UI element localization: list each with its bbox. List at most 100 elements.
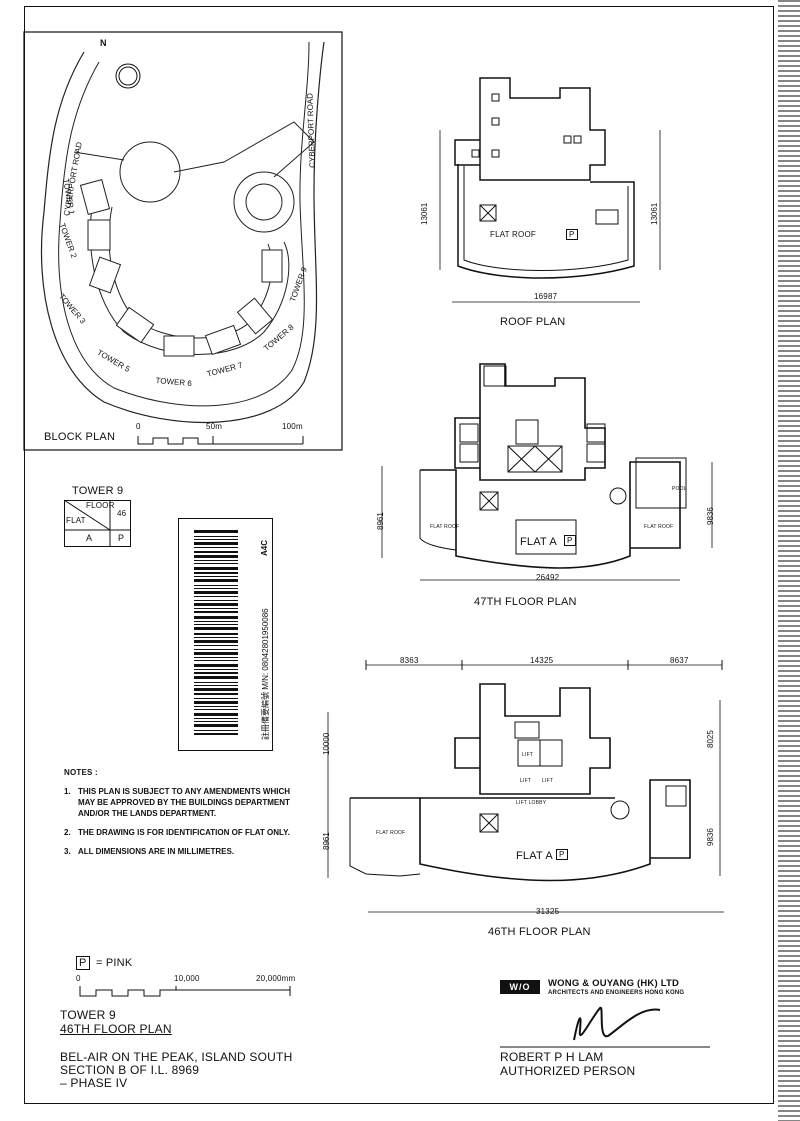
barcode-bar (194, 724, 238, 727)
barcode-bar (194, 733, 238, 735)
barcode-bar (194, 547, 238, 548)
barcode-bar (194, 637, 238, 638)
barcode-bar (194, 649, 238, 650)
barcode-bar (194, 567, 238, 570)
notes-heading: NOTES : (64, 768, 98, 777)
roof-dim-left: 13061 (420, 202, 429, 225)
barcode-text: 註冊備要編號 M/N: 08042801950086 (261, 608, 270, 740)
notes-list: 1.THIS PLAN IS SUBJECT TO ANY AMENDMENTS… (64, 787, 291, 856)
key-tower: TOWER 9 (72, 485, 124, 497)
floor-47-pink-tag: P (564, 535, 576, 546)
barcode-bar (194, 664, 238, 667)
footer-tower: TOWER 9 (60, 1008, 116, 1022)
barcode-bar (194, 627, 238, 630)
floor-46-title: 46TH FLOOR PLAN (488, 926, 591, 938)
barcode-bar (194, 560, 238, 561)
key-flat-tag: P (118, 533, 125, 543)
page-edge-scan (778, 0, 800, 1121)
roof-plan-drawing (439, 77, 661, 303)
barcode-bar (194, 572, 238, 574)
floor-46-dim-width: 31325 (536, 907, 560, 916)
roof-room-label: FLAT ROOF (490, 230, 536, 239)
barcode-code: A4C (260, 539, 269, 556)
barcode-bar (194, 701, 238, 704)
barcode-bar (194, 616, 238, 619)
note-2: THE DRAWING IS FOR IDENTIFICATION OF FLA… (78, 828, 290, 837)
barcode-bar (194, 608, 238, 609)
roof-plan-title: ROOF PLAN (500, 316, 566, 328)
barcode-bar (194, 563, 238, 564)
barcode-bars (194, 530, 238, 735)
floor-47-flat-label: FLAT A (520, 536, 557, 548)
floor-46-lift-1: LIFT (522, 752, 534, 758)
barcode-bar (194, 676, 238, 679)
floor-46-flat-label: FLAT A (516, 850, 553, 862)
north-arrow-label: N (100, 38, 107, 48)
barcode-bar (194, 672, 238, 674)
floor-47-dim-left: 8961 (376, 512, 385, 530)
legend-scale-20000: 20,000mm (256, 974, 296, 983)
barcode-bar (194, 645, 238, 646)
legend-pink-text: = PINK (96, 957, 133, 969)
floor-46-dim-right-top: 8025 (706, 730, 715, 748)
key-floor-value: 46 (117, 509, 127, 518)
floor-47-dim-right: 9836 (706, 507, 715, 525)
roof-dim-right: 13061 (650, 202, 659, 225)
barcode-bar (194, 730, 238, 731)
floor-46-dim-left-bottom: 8961 (322, 832, 331, 850)
architect-sub: ARCHITECTS AND ENGINEERS HONG KONG (548, 990, 685, 996)
barcode-bar (194, 624, 238, 625)
floor-46-flat-roof: FLAT ROOF (376, 830, 406, 836)
floor-47-flat-roof-right: FLAT ROOF (644, 524, 674, 530)
barcode-bar (194, 688, 238, 691)
barcode-bar (194, 621, 238, 622)
architect-name: WONG & OUYANG (HK) LTD (548, 978, 680, 989)
barcode-bar (194, 539, 238, 540)
project-line-1: BEL-AIR ON THE PEAK, ISLAND SOUTH (60, 1050, 293, 1064)
barcode-bar (194, 633, 238, 635)
barcode-bar (194, 682, 238, 683)
floor-47-flat-roof-left: FLAT ROOF (430, 524, 460, 530)
legend-scale-10000: 10,000 (174, 974, 200, 983)
block-plan-frame (23, 31, 343, 451)
barcode-bar (194, 693, 238, 695)
barcode-bar (194, 600, 238, 601)
floor-46-dim-top-2: 14325 (530, 656, 554, 665)
barcode-bar (194, 576, 238, 577)
floor-46-dim-top-1: 8363 (400, 656, 419, 665)
floor-46-dim-top-3: 8637 (670, 656, 689, 665)
barcode-bar (194, 669, 238, 670)
key-floor-label: FLOOR (86, 501, 115, 510)
signature-line (500, 1046, 710, 1048)
floor-47-pool-label: POOL (672, 486, 687, 492)
block-scale-bar (137, 436, 304, 445)
barcode-bar (194, 706, 238, 707)
floor-46-lift-3: LIFT (542, 778, 554, 784)
authorized-person-name: ROBERT P H LAM (500, 1050, 604, 1064)
floor-46-pink-tag: P (556, 849, 568, 860)
barcode-bar (194, 596, 238, 597)
floor-46-dim-top (365, 660, 723, 670)
barcode-bar (194, 657, 238, 658)
barcode-bar (194, 713, 238, 716)
barcode-bar (194, 551, 238, 553)
barcode-bar (194, 588, 238, 589)
barcode-bar (194, 718, 238, 719)
barcode-bar (194, 536, 238, 537)
barcode-bar (194, 640, 238, 643)
barcode-bar (194, 652, 238, 655)
authorized-person-role: AUTHORIZED PERSON (500, 1064, 636, 1078)
legend-pink-tag: P (76, 956, 90, 970)
block-scale-100: 100m (282, 422, 303, 431)
block-scale-50: 50m (206, 422, 223, 431)
barcode-bar (194, 685, 238, 686)
key-table-grid (63, 499, 131, 547)
key-flat-value: A (86, 533, 93, 543)
block-scale-0: 0 (136, 422, 141, 431)
barcode-bar (194, 721, 238, 722)
barcode-bar (194, 555, 238, 558)
architect-logo: W/O (500, 980, 540, 994)
floor-46-dim-right-bottom: 9836 (706, 828, 715, 846)
barcode-bar (194, 591, 238, 594)
floor-47-drawing (381, 363, 713, 581)
